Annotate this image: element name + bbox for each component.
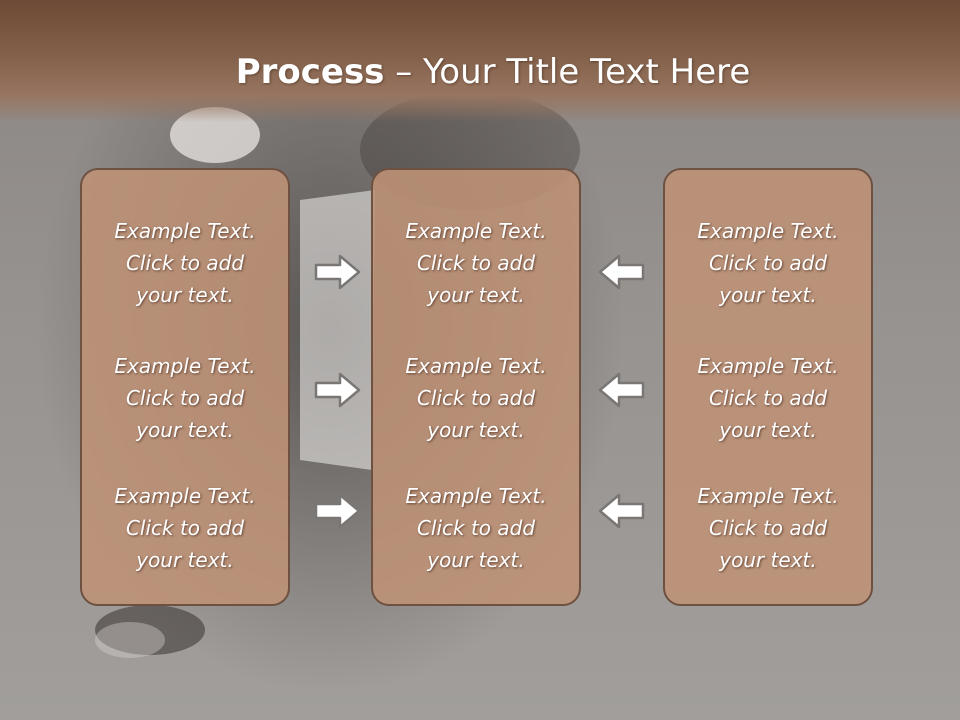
item-line: Click to add (416, 251, 536, 275)
item-line: Click to add (708, 251, 828, 275)
item-line: Example Text. (114, 484, 256, 508)
item-line: Example Text. (697, 219, 839, 243)
text-placeholder[interactable]: Example Text. Click to add your text. (82, 350, 288, 446)
item-line: Example Text. (405, 354, 547, 378)
text-placeholder[interactable]: Example Text. Click to add your text. (665, 350, 871, 446)
slide-title[interactable]: Process – Your Title Text Here (0, 52, 960, 92)
item-line: Example Text. (697, 354, 839, 378)
item-line: your text. (427, 283, 525, 307)
right-arrow-icon (314, 493, 361, 529)
process-box-right[interactable]: Example Text. Click to add your text. Ex… (663, 168, 873, 606)
title-rest: – Your Title Text Here (384, 52, 751, 92)
item-line: your text. (427, 418, 525, 442)
item-line: Click to add (125, 251, 245, 275)
item-line: your text. (427, 548, 525, 572)
text-placeholder[interactable]: Example Text. Click to add your text. (373, 480, 579, 576)
item-line: Click to add (416, 386, 536, 410)
item-line: Click to add (708, 516, 828, 540)
item-line: Example Text. (114, 354, 256, 378)
item-line: Click to add (708, 386, 828, 410)
item-line: your text. (719, 283, 817, 307)
item-line: Click to add (416, 516, 536, 540)
right-arrow-icon (314, 372, 361, 408)
text-placeholder[interactable]: Example Text. Click to add your text. (373, 350, 579, 446)
item-line: Example Text. (405, 484, 547, 508)
item-line: your text. (136, 548, 234, 572)
item-line: Example Text. (114, 219, 256, 243)
item-line: your text. (719, 548, 817, 572)
text-placeholder[interactable]: Example Text. Click to add your text. (665, 480, 871, 576)
item-line: your text. (136, 418, 234, 442)
item-line: your text. (719, 418, 817, 442)
item-line: Click to add (125, 516, 245, 540)
header-band (0, 0, 960, 122)
item-line: your text. (136, 283, 234, 307)
right-arrow-icon (314, 254, 361, 290)
item-line: Example Text. (697, 484, 839, 508)
process-box-middle[interactable]: Example Text. Click to add your text. Ex… (371, 168, 581, 606)
text-placeholder[interactable]: Example Text. Click to add your text. (82, 480, 288, 576)
left-arrow-icon (598, 372, 645, 408)
item-line: Click to add (125, 386, 245, 410)
process-box-left[interactable]: Example Text. Click to add your text. Ex… (80, 168, 290, 606)
item-line: Example Text. (405, 219, 547, 243)
text-placeholder[interactable]: Example Text. Click to add your text. (82, 215, 288, 311)
left-arrow-icon (598, 493, 645, 529)
left-arrow-icon (598, 254, 645, 290)
text-placeholder[interactable]: Example Text. Click to add your text. (665, 215, 871, 311)
title-bold: Process (235, 52, 385, 92)
text-placeholder[interactable]: Example Text. Click to add your text. (373, 215, 579, 311)
